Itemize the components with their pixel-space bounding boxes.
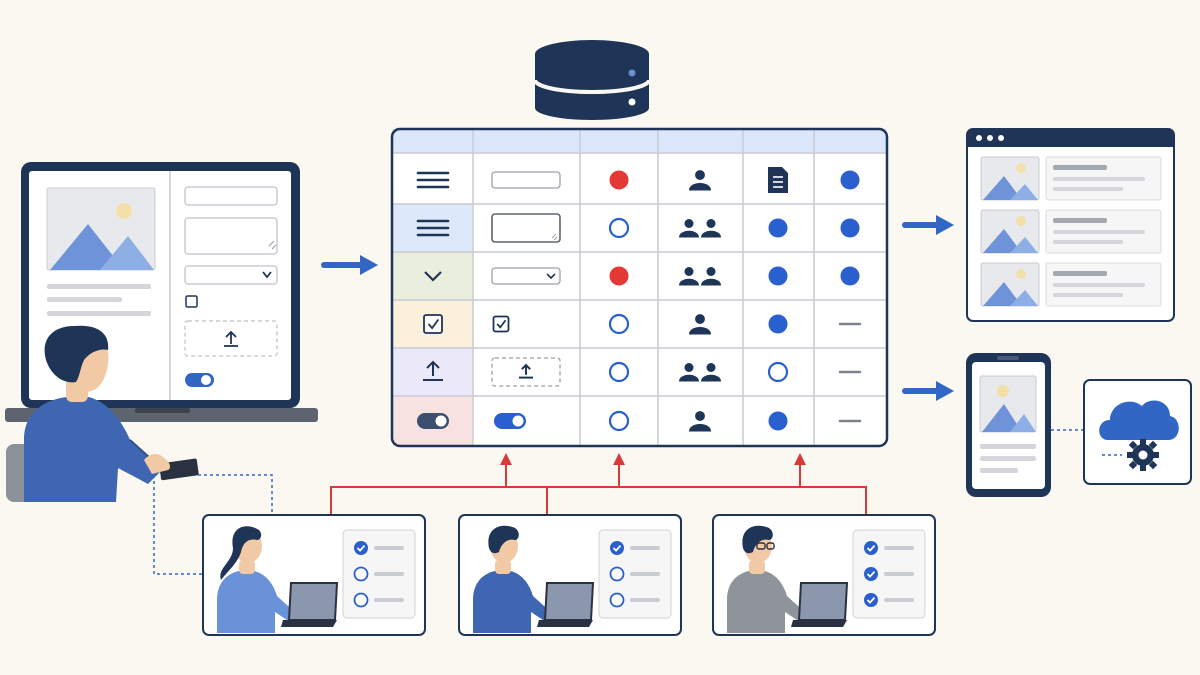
checked-icon: [864, 567, 878, 581]
document-icon: [768, 167, 788, 193]
toggle-icon: [417, 413, 449, 429]
checklist-card: [342, 529, 416, 619]
status-dot-open: [608, 361, 630, 383]
unchecked-icon: [609, 566, 625, 582]
select-preview: [491, 267, 561, 285]
checkbox-icon: [492, 315, 510, 333]
status-dot-blue: [768, 314, 788, 334]
reviewer-panels: [202, 514, 936, 636]
toggle-preview: [494, 413, 526, 429]
toggle-icon: [185, 373, 214, 387]
status-dot-blue: [840, 266, 860, 286]
status-dot-blue: [768, 411, 788, 431]
reviewer-panel: [202, 514, 426, 636]
matrix-row: [424, 266, 860, 286]
list-icon: [416, 219, 450, 237]
list-icon: [416, 171, 450, 189]
reviewer-man-glasses: [727, 525, 809, 633]
image-placeholder-icon: [980, 209, 1040, 254]
dropdown-icon: [424, 271, 442, 282]
unchecked-icon: [609, 592, 625, 608]
cloud-gear-icon: [1099, 400, 1179, 471]
matrix-row: [416, 167, 860, 193]
checkbox-preview: [492, 315, 510, 333]
browser-card: [980, 209, 1162, 254]
status-dot-blue: [840, 170, 860, 190]
reviewer-laptop: [537, 582, 595, 627]
designer-form-controls: [184, 186, 278, 357]
checklist-card: [598, 529, 672, 619]
status-dot-open: [608, 410, 630, 432]
image-placeholder-icon: [980, 156, 1040, 201]
matrix-header-row: [392, 129, 887, 153]
browser-card: [980, 156, 1162, 201]
select: [184, 265, 278, 285]
designer-feedback-connector: [153, 474, 273, 575]
reviewer-laptop: [281, 582, 339, 627]
image-placeholder-icon: [46, 187, 156, 271]
checked-icon: [610, 541, 624, 555]
single-user-icon: [689, 170, 711, 191]
status-dot-blue: [840, 218, 860, 238]
textarea-preview: [491, 213, 561, 243]
matrix-row: [417, 410, 862, 432]
matrix-row: [423, 357, 862, 387]
matrix-border: [390, 127, 889, 448]
checklist-card: [852, 529, 926, 619]
checked-icon: [354, 541, 368, 555]
resize-grip-icon: [268, 240, 277, 250]
mobile-phone: [966, 353, 1051, 497]
flow-arrow-to-matrix: [321, 255, 378, 275]
status-dot-red: [609, 266, 629, 286]
upload-icon: [423, 360, 443, 381]
unchecked-icon: [353, 592, 369, 608]
checkbox: [185, 295, 198, 308]
cloud-service: [1083, 379, 1192, 485]
group-icon: [679, 267, 721, 286]
status-dot-open: [767, 361, 789, 383]
flow-arrow-to-mobile: [902, 381, 954, 401]
status-dot-open: [608, 217, 630, 239]
reviewer-panel: [458, 514, 682, 636]
image-placeholder-icon: [980, 262, 1040, 307]
upload-icon: [519, 363, 533, 379]
single-user-icon: [689, 314, 711, 335]
matrix-row: [416, 213, 860, 243]
reviewer-laptop: [791, 582, 849, 627]
flow-arrow-to-browser: [902, 215, 954, 235]
group-icon: [679, 363, 721, 382]
component-matrix: [390, 127, 889, 448]
text-input-preview: [491, 171, 561, 189]
review-connectors: [330, 453, 867, 515]
checkbox-icon: [423, 314, 443, 334]
status-dot-blue: [768, 266, 788, 286]
matrix-row: [423, 313, 862, 335]
matrix-row-highlight: [393, 252, 473, 300]
browser-card: [980, 262, 1162, 307]
status-dot-open: [608, 313, 630, 335]
database-icon: [533, 40, 651, 120]
textarea: [184, 217, 278, 255]
browser-window: [966, 128, 1175, 322]
upload-zone-preview: [491, 357, 561, 387]
chevron-down-icon: [262, 271, 272, 279]
single-user-icon: [689, 411, 711, 432]
group-icon: [679, 219, 721, 238]
matrix-grid-lines: [392, 129, 887, 446]
image-placeholder-icon: [979, 375, 1037, 433]
upload-icon: [224, 330, 238, 347]
reviewer-panel: [712, 514, 936, 636]
checked-icon: [864, 541, 878, 555]
status-dot-blue: [768, 218, 788, 238]
reviewer-man: [473, 525, 555, 633]
toggle-icon: [494, 413, 526, 429]
designer-person: [6, 325, 199, 502]
text-input: [184, 186, 278, 206]
status-dot-red: [609, 170, 629, 190]
checked-icon: [864, 593, 878, 607]
reviewer-woman: [217, 526, 299, 633]
unchecked-icon: [353, 566, 369, 582]
designer-text-lines: [47, 284, 151, 316]
